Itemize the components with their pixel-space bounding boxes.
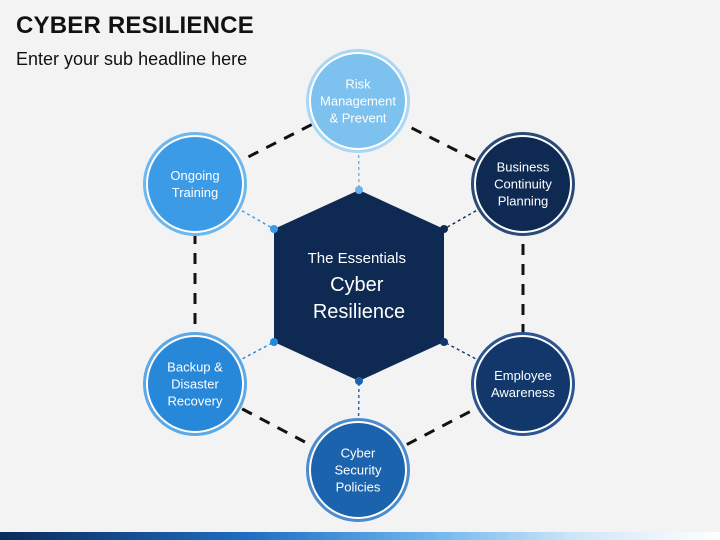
node-label-line: Backup & [167,360,223,375]
connector-dot [270,338,278,346]
node-label-line: Employee [494,368,552,383]
connector-dot [440,225,448,233]
connector-dot [270,225,278,233]
footer-gradient-bar [0,532,720,540]
page-title: CYBER RESILIENCE [16,12,254,39]
center-label-line: The Essentials [308,250,406,267]
connector-line [236,207,275,230]
center-label-line: Resilience [313,301,405,323]
node-label-line: Policies [336,480,381,495]
node-label-line: Training [172,185,218,200]
center-hexagon [274,190,444,381]
node-label-line: Business [497,160,550,175]
center-label: The Essentials Cyber Resilience [308,250,411,323]
connector-line [443,207,482,230]
node-circle [148,337,242,431]
node-label-line: Recovery [168,394,223,409]
node-circle [476,137,570,231]
node-label-line: & Prevent [329,111,386,126]
node-label-line: Planning [498,194,549,209]
center-label-line: Cyber [330,274,384,296]
node-label-line: Cyber [341,446,376,461]
node-label-line: Awareness [491,385,556,400]
connector-dot [440,338,448,346]
connector-line [237,341,275,363]
node-circle [148,137,242,231]
connector-line [443,341,481,363]
node-label-line: Disaster [171,377,219,392]
node-label-line: Security [335,463,382,478]
node-label-line: Management [320,94,396,109]
connector-lines [236,148,482,423]
node-label-line: Ongoing [170,168,219,183]
node-label-line: Risk [345,77,371,92]
connector-dot [355,186,363,194]
node-circle [311,54,405,148]
node-circle [476,337,570,431]
node-circle [311,423,405,517]
connector-dots [270,186,448,385]
page-subtitle: Enter your sub headline here [16,49,248,69]
connector-dot [355,377,363,385]
node-label-line: Continuity [494,177,552,192]
